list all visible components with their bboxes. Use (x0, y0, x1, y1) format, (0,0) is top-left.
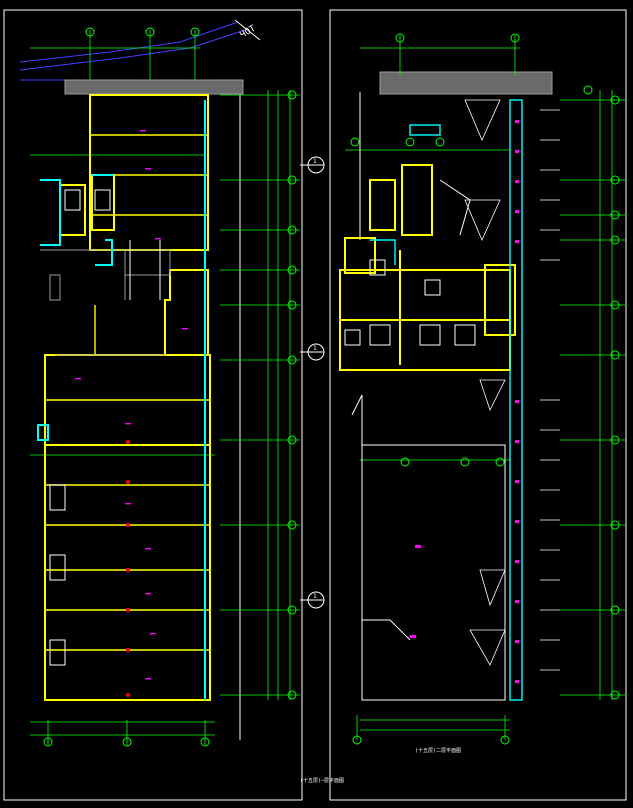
svg-text:▬▬: ▬▬ (150, 631, 156, 637)
north-arrow: ЧОТ (234, 19, 261, 41)
section-mark-2: 1 (313, 345, 317, 352)
site-boundary (19, 21, 246, 740)
right-sheet-title: (十五层)二层平面图 (415, 747, 461, 754)
svg-text:▬▬: ▬▬ (145, 591, 151, 597)
svg-text:▬▬: ▬▬ (155, 236, 161, 242)
svg-text:▬▬: ▬▬ (75, 376, 81, 382)
left-floor-plan: ▬▬ ▬▬ ▬▬ ▬▬ ▬▬ ▬▬ ▬▬ ▬▬ ▬▬ ▬▬ ▬▬ (30, 27, 344, 784)
svg-text:▬▬: ▬▬ (125, 421, 131, 427)
section-mark-1: 1 (313, 158, 317, 165)
right-roof-strip (379, 71, 553, 95)
svg-text:▬▬: ▬▬ (145, 546, 151, 552)
section-mark-3: 1 (313, 593, 317, 600)
svg-text:▬▬: ▬▬ (182, 326, 188, 332)
left-roof-strip (64, 79, 244, 95)
sheet-frames (3, 9, 627, 801)
svg-text:▬▬: ▬▬ (140, 128, 146, 134)
svg-text:▬▬: ▬▬ (145, 166, 151, 172)
north-label: ЧОТ (239, 24, 259, 41)
svg-text:▬▬: ▬▬ (125, 501, 131, 507)
section-markers: 1 1 1 (300, 156, 325, 609)
svg-text:▬▬: ▬▬ (145, 676, 151, 682)
left-sheet-title: (十五层)—层平面图 (300, 777, 344, 784)
right-floor-plan: (十五层)二层平面图 (339, 33, 625, 754)
